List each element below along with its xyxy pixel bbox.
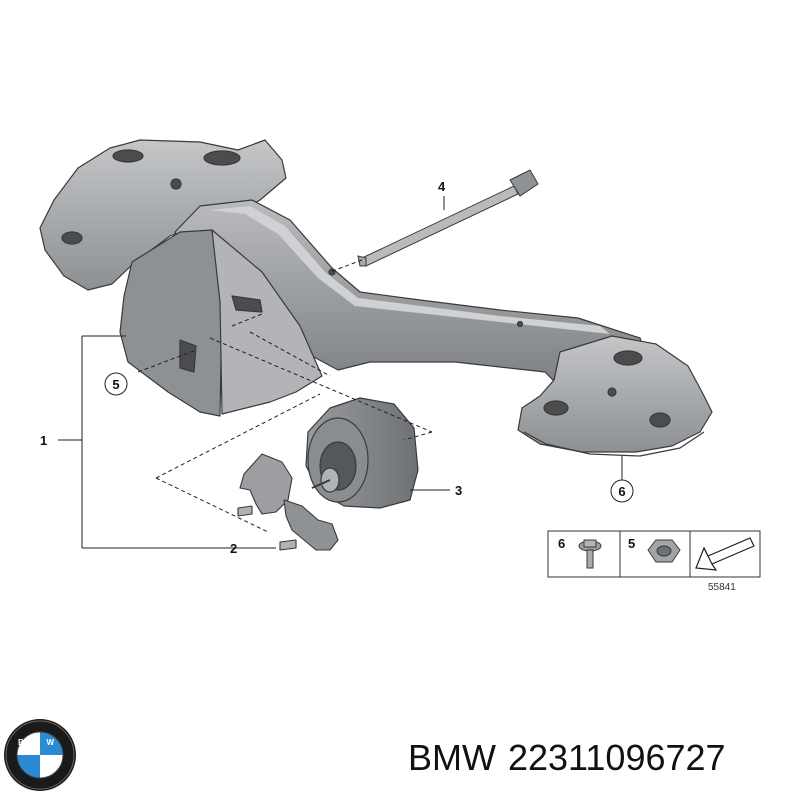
half-shell-lower (283, 499, 339, 551)
callout-1: 1 (40, 433, 47, 448)
part-caption: BMW 22311096727 (408, 733, 793, 783)
callout-5-ring (104, 372, 128, 396)
brand-name: BMW (408, 737, 496, 778)
assembly-line (249, 331, 331, 377)
legend-item-6-number: 6 (558, 536, 565, 551)
bracket-slot (231, 295, 263, 313)
right-plate-rim (523, 431, 705, 457)
direction-arrow-icon (695, 537, 755, 571)
nut-icon (647, 539, 681, 563)
bolt-tip (357, 255, 367, 267)
plate-hole (328, 268, 336, 276)
leader-1 (58, 335, 276, 549)
plate-hole (607, 387, 617, 397)
mount-half-shells (237, 453, 339, 551)
bolt-shaft (361, 185, 519, 267)
bolt-head (509, 169, 539, 197)
screw-icon (578, 539, 602, 569)
assembly-line (329, 259, 363, 273)
bracket-slot (179, 339, 197, 373)
assembly-line (403, 431, 433, 441)
half-shell-upper (239, 453, 293, 515)
assembly-line (209, 337, 433, 433)
callout-6-ring (610, 479, 634, 503)
assembly-line (137, 349, 197, 373)
plate-hole (203, 150, 241, 166)
plate-hole (112, 149, 144, 163)
plate-hole (613, 350, 643, 366)
part-number: 22311096727 (507, 737, 726, 778)
callout-6: 6 (618, 484, 625, 499)
plate-hole (170, 178, 182, 190)
plate-hole (649, 412, 671, 428)
assembly-lines (137, 259, 433, 533)
callout-4: 4 (438, 179, 446, 194)
hardware-legend: 6 5 55841 (547, 530, 761, 593)
shell-stud (237, 505, 253, 517)
callout-3: 3 (455, 483, 462, 498)
assembly-line (231, 313, 263, 327)
beam-highlight (210, 206, 610, 334)
plate-hole (61, 231, 83, 245)
long-bolt (357, 169, 539, 267)
rubber-mount (305, 397, 419, 509)
callout-2: 2 (230, 541, 237, 556)
shell-stud (279, 539, 297, 551)
bmw-logo: BMW (4, 719, 76, 791)
bracket-face (211, 229, 323, 415)
callout-leaders (58, 196, 623, 549)
plate-hole (543, 400, 569, 416)
callout-5: 5 (112, 377, 119, 392)
diagram-code: 55841 (708, 582, 736, 593)
legend-item-5-number: 5 (628, 536, 635, 551)
mount-pin (311, 479, 331, 489)
plate-hole (516, 320, 524, 328)
svg-text:BMW: BMW (18, 738, 62, 747)
assembly-line (155, 393, 321, 479)
